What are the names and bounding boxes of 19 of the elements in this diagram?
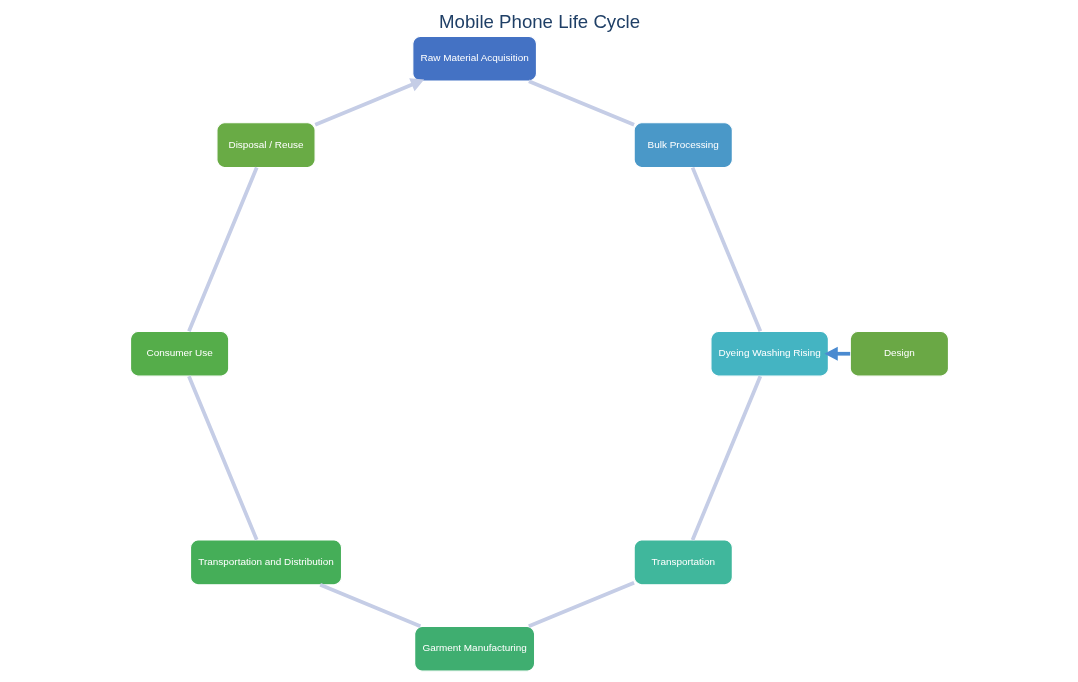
node-box: Design	[849, 330, 949, 377]
connector	[186, 375, 258, 541]
connector	[690, 166, 762, 333]
node-box: Dyeing Washing Rising	[709, 330, 829, 377]
connector	[186, 166, 258, 332]
node-box: Consumer Use	[129, 330, 229, 377]
node-box: Raw Material Acquisition	[411, 35, 537, 82]
connector	[527, 79, 635, 127]
connector	[690, 375, 762, 541]
node-box: Transportation and Distribution	[189, 539, 342, 586]
arrow	[823, 346, 850, 361]
node-box: Garment Manufacturing	[413, 625, 535, 672]
node-box: Bulk Processing	[633, 122, 733, 169]
connector	[319, 583, 421, 628]
diagram-title: Mobile Phone Life Cycle	[438, 11, 640, 33]
arrow	[314, 78, 424, 127]
node-box: Disposal / Reuse	[215, 122, 316, 169]
node-box: Transportation	[633, 539, 733, 586]
connector	[527, 581, 635, 629]
